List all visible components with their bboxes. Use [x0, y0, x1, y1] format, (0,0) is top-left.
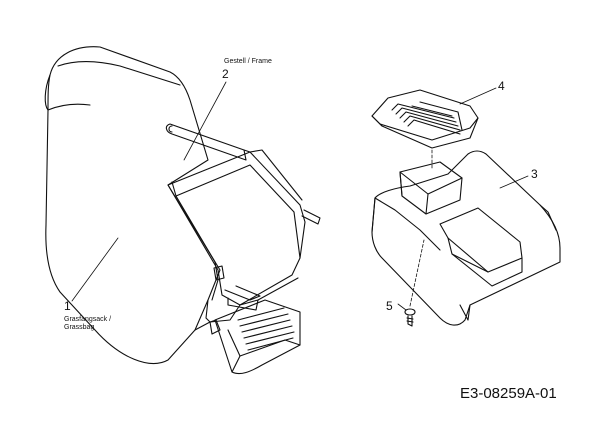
leader-line-1 [71, 237, 119, 302]
leader-line-5 [397, 303, 407, 311]
callout-5: 5 [386, 299, 393, 313]
grassbag-body [45, 46, 221, 364]
callout-2: 2 [222, 67, 229, 81]
mulch-plug-part [371, 150, 561, 326]
leader-line-3 [499, 175, 529, 189]
grassbag-label-line2: Grassbag [64, 324, 95, 331]
callout-4: 4 [498, 79, 505, 93]
grassbag-label-line1: Grasfangsack / [64, 316, 112, 323]
leader-line-4 [459, 87, 497, 105]
leader-lines [71, 81, 529, 311]
frame-part [165, 123, 261, 311]
drawing-code: E3-08259A-01 [460, 385, 557, 402]
frame-label: Gestell / Frame [224, 58, 272, 65]
grassbag-side-edge [44, 74, 51, 111]
callout-3: 3 [531, 167, 538, 181]
vent-cover-part [371, 89, 479, 149]
grassbag-opening [167, 151, 306, 306]
leader-line-2 [183, 81, 227, 161]
screw-part [404, 308, 416, 327]
callout-1: 1 [64, 299, 71, 313]
chute-flap-part [209, 299, 301, 375]
assembly-line-screw [409, 239, 425, 307]
